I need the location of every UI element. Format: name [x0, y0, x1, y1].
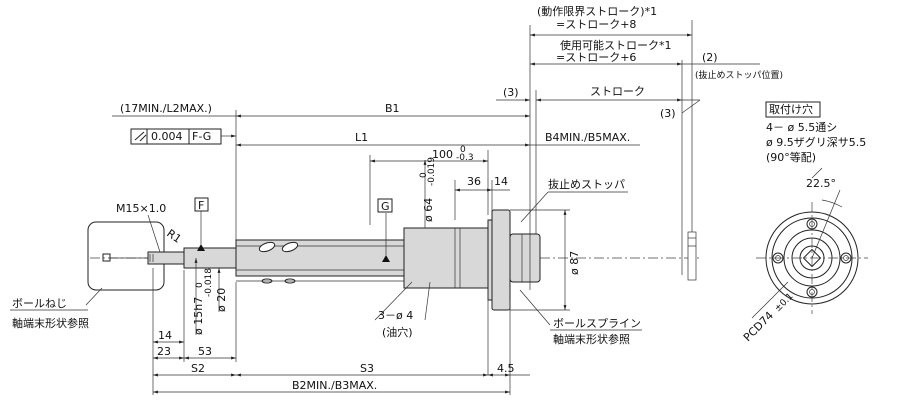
flange-counterbore-spec: ø 9.5ザグリ深サ5.5: [766, 135, 866, 149]
dim-d64: ø 64: [422, 198, 435, 222]
dim-b2-b3: B2MIN./B3MAX.: [292, 379, 377, 392]
top-dimensions: (動作限界ストローク)*1 =ストローク+8 使用可能ストローク*1 =ストロー…: [112, 4, 783, 290]
left-annotations: M15×1.0 F R1 ø 15h7 0 -0.018 ø 20 ボールねじ …: [10, 197, 228, 335]
ball-spline-ref: 軸端末形状参照: [553, 332, 630, 346]
bottom-dimensions: 14 23 53 S2 S3 4.5 B2MIN./B3MAX.: [152, 268, 530, 395]
oil-holes: 3－ø 4: [378, 309, 413, 322]
dim-14-bottom: 14: [158, 329, 172, 342]
dim-100-tol: -0.3: [456, 153, 474, 163]
flange-pcd: PCD74: [741, 309, 776, 344]
runout-tolerance-frame: 0.004 F-G: [130, 128, 236, 145]
dim-36: 36: [467, 175, 481, 188]
dim-d15-tol: -0.018: [204, 268, 214, 297]
dim-d15: ø 15h7: [192, 297, 205, 335]
stroke-label: ストローク: [590, 85, 645, 98]
dim-paren-3-left: (3): [503, 86, 519, 99]
radius-r1: R1: [164, 227, 183, 246]
ball-screw-ref: 軸端末形状参照: [12, 316, 89, 330]
flange-end-view: 取付け穴 4－ ø 5.5通シ ø 9.5ザグリ深サ5.5 (90°等配): [741, 101, 868, 344]
dim-23: 23: [157, 345, 171, 358]
dim-d64-tol: -0.019: [427, 157, 437, 186]
dim-s3: S3: [360, 362, 374, 375]
stroke-total-eq: =ストローク+8: [556, 18, 636, 31]
flange-angle: 22.5°: [806, 177, 836, 190]
dim-paren-3-right: (3): [660, 107, 676, 120]
stopper-label: 抜止めストッパ: [548, 177, 625, 191]
lower-annotations: 3－ø 4 (油穴) ボールスプライン 軸端末形状参照: [374, 281, 642, 346]
datum-g: G: [381, 200, 390, 213]
stopper-position-note: (抜止めストッパ位置): [695, 69, 783, 81]
stroke-total-label: (動作限界ストローク)*1: [537, 4, 657, 18]
flange-hole-spec: 4－ ø 5.5通シ: [766, 121, 837, 134]
dim-l1: L1: [355, 131, 368, 144]
dim-100-tol-upper: 0: [460, 145, 466, 155]
flange-title: 取付け穴: [769, 102, 813, 116]
main-assembly: G ø 87: [87, 198, 700, 311]
dim-b1: B1: [385, 102, 400, 115]
ball-spline-note: ボールスプライン: [553, 317, 641, 330]
dim-d87: ø 87: [568, 251, 581, 275]
flange-spacing-spec: (90°等配): [766, 150, 816, 164]
usable-stroke-label: 使用可能ストローク*1: [560, 38, 672, 52]
ball-screw-note: ボールねじ: [12, 297, 67, 310]
dim-s2: S2: [191, 362, 205, 375]
thread-m15: M15×1.0: [116, 202, 166, 215]
datum-f: F: [198, 199, 204, 212]
runout-datum: F-G: [192, 130, 211, 143]
dim-14-top: 14: [494, 175, 508, 188]
usable-stroke-eq: =ストローク+6: [556, 51, 636, 64]
dim-paren-2: (2): [702, 51, 718, 64]
runout-value: 0.004: [151, 130, 183, 143]
dim-100: 100: [432, 148, 453, 161]
dim-b4-b5: B4MIN./B5MAX.: [545, 131, 630, 144]
dim-d64-tol-upper: 0: [419, 172, 429, 178]
dim-l2-range: (17MIN./L2MAX.): [120, 102, 212, 115]
dim-d20: ø 20: [215, 288, 228, 312]
dim-4-5: 4.5: [497, 362, 515, 375]
dim-d15-tol-upper: 0: [195, 282, 205, 288]
dim-53: 53: [198, 345, 212, 358]
oil-holes-note: (油穴): [382, 325, 413, 339]
